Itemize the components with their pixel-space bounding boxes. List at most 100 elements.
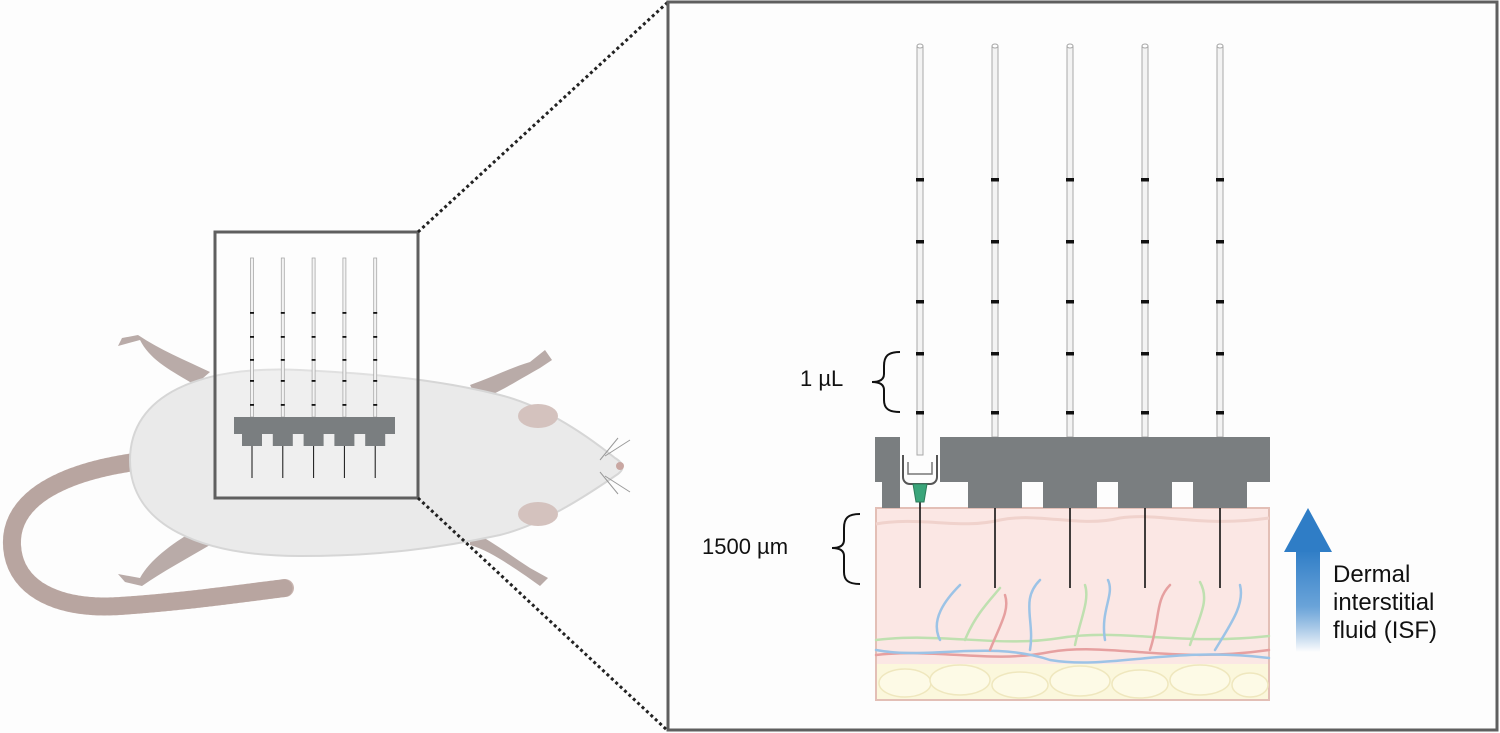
volume-graduation-mark: [250, 359, 254, 361]
device-tooth: [365, 433, 386, 446]
small-device-bar: [234, 417, 395, 434]
rat-hind-leg-bottom: [118, 530, 210, 586]
fat-cells: [878, 664, 1269, 699]
capillary-tube-top: [1216, 43, 1224, 49]
device-tooth: [882, 480, 900, 508]
rat-hind-leg-top: [118, 335, 210, 385]
volume-graduation-mark: [311, 404, 316, 406]
volume-graduation-mark: [1141, 240, 1149, 244]
isf-label: Dermal interstitial fluid (ISF): [1333, 561, 1493, 645]
needle-hub-icon: [902, 455, 938, 503]
volume-graduation-mark: [311, 359, 316, 361]
volume-graduation-mark: [373, 312, 378, 314]
volume-graduation-mark: [342, 312, 347, 314]
isf-label-line1: Dermal: [1333, 561, 1411, 588]
device-bar-main: [940, 437, 1270, 482]
device-tooth: [1193, 480, 1247, 508]
volume-graduation-mark: [280, 380, 285, 382]
volume-graduation-mark: [1066, 411, 1074, 415]
volume-graduation-mark: [1216, 178, 1224, 182]
device-tooth: [303, 433, 324, 446]
volume-graduation-mark: [991, 178, 999, 182]
volume-graduation-mark: [250, 404, 254, 406]
capillary-tube-icon: [916, 45, 924, 456]
skin-section: [874, 507, 1271, 701]
inset-small: [213, 230, 420, 500]
device-bar-left: [875, 437, 900, 482]
volume-graduation-mark: [991, 411, 999, 415]
volume-graduation-mark: [1141, 300, 1149, 304]
volume-graduation-mark: [1141, 352, 1149, 356]
rat-front-leg-top: [470, 350, 552, 400]
capillary-tube-top: [1066, 43, 1074, 49]
volume-graduation-mark: [373, 404, 378, 406]
volume-graduation-mark: [342, 380, 347, 382]
upward-arrow-icon: [1284, 508, 1332, 652]
volume-graduation-mark: [311, 312, 316, 314]
blood-vessels: [874, 578, 1271, 664]
rat-ear-bottom: [518, 502, 558, 526]
volume-graduation-mark: [1066, 240, 1074, 244]
volume-graduation-mark: [1066, 352, 1074, 356]
volume-graduation-mark: [342, 404, 347, 406]
volume-graduation-mark: [916, 352, 924, 356]
rat-ear-top: [518, 404, 558, 428]
volume-graduation-mark: [250, 380, 254, 382]
volume-graduation-mark: [916, 411, 924, 415]
volume-graduation-mark: [991, 240, 999, 244]
device-tooth: [242, 433, 262, 446]
brace-icon-volume: [871, 351, 901, 413]
brace-icon-depth: [831, 513, 861, 585]
volume-graduation-mark: [311, 380, 316, 382]
volume-graduation-mark: [1141, 411, 1149, 415]
volume-graduation-mark: [1066, 300, 1074, 304]
volume-graduation-mark: [1216, 240, 1224, 244]
connector-line-top: [416, 0, 670, 234]
device-tooth: [1043, 480, 1097, 508]
isf-label-line2: interstitial: [1333, 589, 1435, 616]
volume-graduation-mark: [373, 380, 378, 382]
volume-graduation-mark: [373, 359, 378, 361]
volume-graduation-mark: [342, 359, 347, 361]
volume-graduation-mark: [280, 359, 285, 361]
volume-graduation-mark: [280, 312, 285, 314]
hub-green-tip: [912, 483, 928, 503]
volume-graduation-mark: [916, 240, 924, 244]
volume-graduation-mark: [991, 352, 999, 356]
capillary-tube-top: [916, 43, 924, 49]
volume-graduation-mark: [342, 336, 347, 338]
rat-nose: [616, 462, 624, 470]
device-tooth: [334, 433, 355, 446]
isf-label-line3: fluid (ISF): [1333, 617, 1438, 644]
inset-small-frame: [213, 230, 420, 500]
volume-graduation-mark: [1066, 178, 1074, 182]
volume-graduation-mark: [1141, 178, 1149, 182]
capillary-tube-top: [1141, 43, 1149, 49]
device-teeth: [882, 480, 1247, 508]
volume-graduation-mark: [373, 336, 378, 338]
volume-graduation-mark: [916, 300, 924, 304]
skin-epidermis-wave: [875, 515, 1270, 526]
volume-graduation-mark: [916, 178, 924, 182]
volume-graduation-mark: [280, 404, 285, 406]
rat-whiskers: [599, 437, 631, 495]
needle-depth-label: 1500 µm: [702, 534, 789, 559]
device-tooth: [272, 433, 293, 446]
device-tooth: [968, 480, 1022, 508]
rat-front-leg-bottom: [470, 530, 548, 586]
volume-graduation-mark: [311, 336, 316, 338]
volume-graduation-mark: [1216, 411, 1224, 415]
volume-marker-label: 1 µL: [800, 366, 844, 391]
volume-graduation-mark: [991, 300, 999, 304]
connector-line-bottom: [416, 496, 670, 733]
capillary-tube-group: [916, 43, 1224, 456]
volume-graduation-mark: [280, 336, 285, 338]
capillary-tube-top: [991, 43, 999, 49]
microneedle-group: [919, 500, 1221, 588]
volume-graduation-mark: [1216, 352, 1224, 356]
microneedle-array-icon: [875, 437, 1270, 508]
volume-graduation-mark: [250, 336, 254, 338]
device-tooth: [1118, 480, 1172, 508]
volume-graduation-mark: [250, 312, 254, 314]
